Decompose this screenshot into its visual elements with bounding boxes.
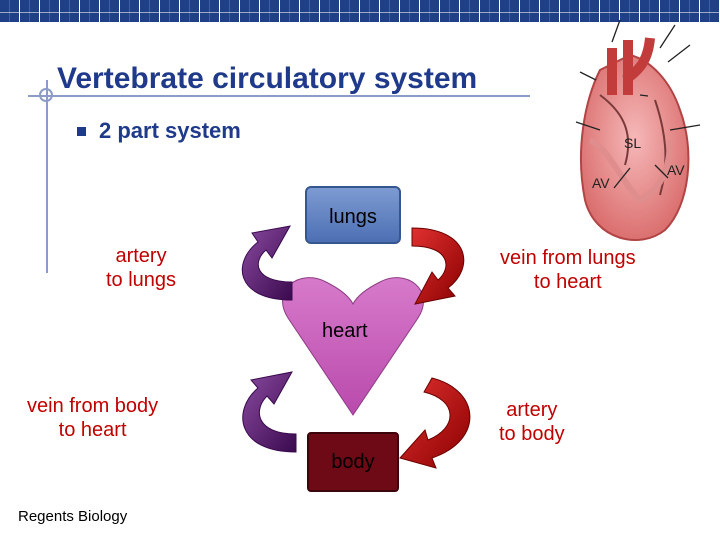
arrow-artery-to-lungs [241, 225, 293, 301]
heart-label: heart [322, 320, 368, 342]
sl-label: SL [624, 135, 641, 151]
title-underline [30, 95, 530, 97]
body-label: body [331, 451, 375, 473]
label-artery-to-body: artery to body [499, 399, 565, 445]
heart-anatomy-illustration: SL AV AV [575, 19, 701, 241]
av-label-left: AV [592, 175, 610, 191]
bullet-item: 2 part system [77, 118, 241, 144]
label-vein-from-body: vein from body to heart [27, 395, 159, 441]
footer-text: Regents Biology [18, 508, 128, 525]
title-crosshair-circle [39, 88, 53, 102]
label-artery-to-lungs: artery to lungs [106, 245, 177, 291]
bullet-marker [77, 126, 86, 136]
title-crosshair-vertical [46, 80, 48, 273]
body-node: body [307, 432, 399, 492]
lungs-label: lungs [329, 206, 377, 228]
label-vein-from-lungs: vein from lungs to heart [500, 247, 636, 293]
top-decor-bar [0, 0, 720, 22]
arrow-vein-from-lungs [411, 227, 465, 305]
page-title: Vertebrate circulatory system [57, 62, 478, 95]
bullet-text: 2 part system [99, 118, 241, 143]
lungs-node: lungs [305, 186, 401, 244]
av-label-right: AV [667, 162, 685, 178]
arrow-artery-to-body [399, 377, 471, 469]
heart-shape [282, 277, 424, 416]
arrow-vein-from-body [242, 371, 297, 453]
